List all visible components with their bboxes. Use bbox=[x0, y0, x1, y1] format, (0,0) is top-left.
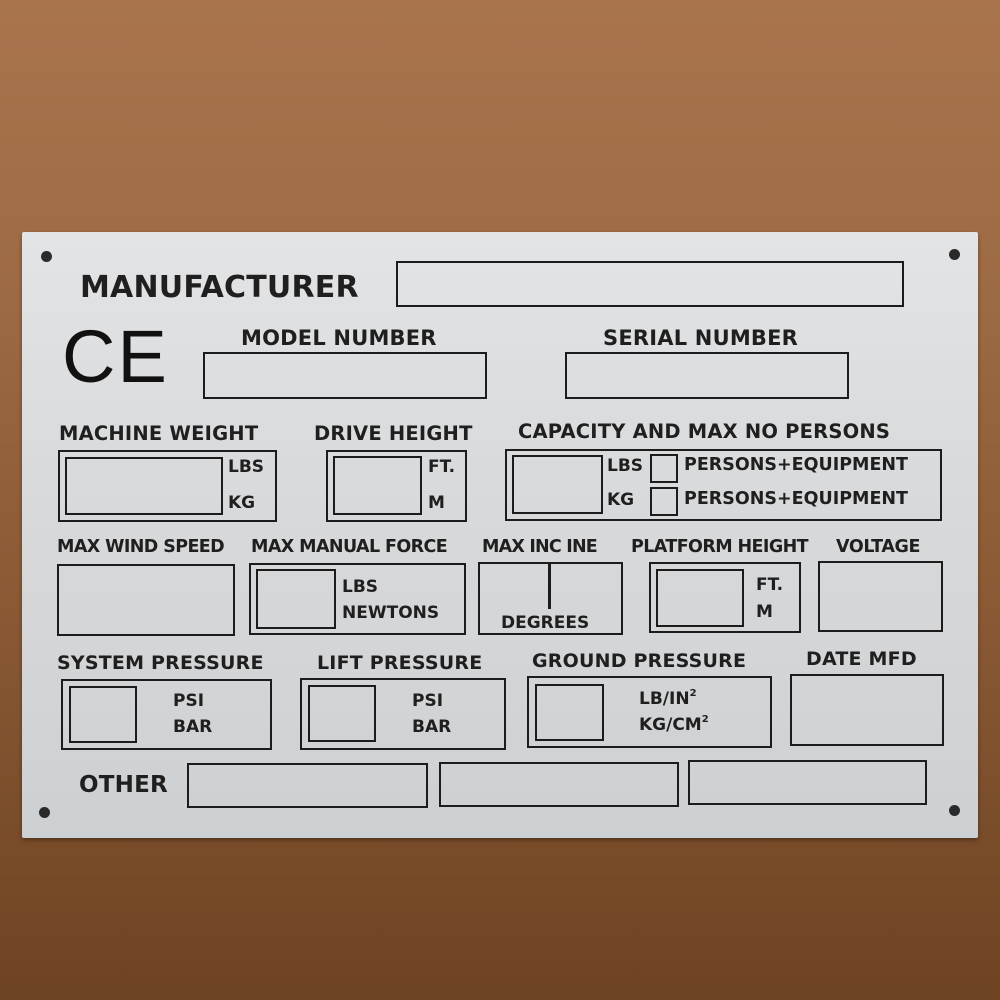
system-pressure-field[interactable] bbox=[69, 686, 137, 743]
max-manual-force-field[interactable] bbox=[256, 569, 336, 629]
unit-kg-cm-text: KG/CM bbox=[639, 715, 702, 735]
unit-lb-in-text: LB/IN bbox=[639, 689, 690, 709]
serial-number-field[interactable] bbox=[565, 352, 849, 399]
capacity-weight-field[interactable] bbox=[512, 455, 603, 514]
persons-kg-field[interactable] bbox=[650, 487, 678, 516]
mounting-hole-icon bbox=[949, 249, 960, 260]
other-field-3[interactable] bbox=[688, 760, 927, 805]
serial-number-label: SERIAL NUMBER bbox=[603, 326, 799, 350]
unit-bar: BAR bbox=[173, 717, 213, 737]
unit-newtons: NEWTONS bbox=[342, 603, 440, 623]
max-wind-speed-label: MAX WIND SPEED bbox=[57, 537, 225, 557]
mounting-hole-icon bbox=[39, 807, 50, 818]
lift-pressure-field[interactable] bbox=[308, 685, 376, 742]
persons-lbs-field[interactable] bbox=[650, 454, 678, 483]
unit-lbs: LBS bbox=[342, 577, 379, 597]
model-number-label: MODEL NUMBER bbox=[241, 326, 437, 350]
capacity-frame bbox=[505, 449, 942, 521]
persons-equipment-text: PERSONS+EQUIPMENT bbox=[684, 489, 908, 509]
unit-kg: KG bbox=[228, 493, 256, 513]
max-incline-divider bbox=[548, 564, 551, 609]
max-manual-force-frame bbox=[249, 563, 466, 635]
max-wind-speed-field[interactable] bbox=[57, 564, 235, 636]
ground-pressure-frame bbox=[527, 676, 772, 748]
ground-pressure-label: GROUND PRESSURE bbox=[532, 650, 747, 672]
machine-weight-field[interactable] bbox=[65, 457, 223, 515]
unit-bar: BAR bbox=[412, 717, 452, 737]
max-incline-field[interactable] bbox=[478, 562, 623, 635]
superscript-2: 2 bbox=[689, 688, 697, 699]
lift-pressure-label: LIFT PRESSURE bbox=[317, 652, 483, 674]
unit-psi: PSI bbox=[173, 691, 205, 711]
date-mfd-label: DATE MFD bbox=[806, 648, 917, 670]
drive-height-label: DRIVE HEIGHT bbox=[314, 422, 473, 445]
unit-m: M bbox=[756, 602, 773, 622]
platform-height-frame bbox=[649, 562, 801, 633]
system-pressure-frame bbox=[61, 679, 272, 750]
drive-height-frame bbox=[326, 450, 467, 522]
system-pressure-label: SYSTEM PRESSURE bbox=[57, 652, 264, 674]
platform-height-field[interactable] bbox=[656, 569, 744, 627]
mounting-hole-icon bbox=[949, 805, 960, 816]
unit-psi: PSI bbox=[412, 691, 444, 711]
machine-weight-label: MACHINE WEIGHT bbox=[59, 422, 259, 445]
lift-pressure-frame bbox=[300, 678, 506, 750]
unit-m: M bbox=[428, 493, 445, 513]
unit-lb-per-in2: LB/IN2 bbox=[639, 688, 697, 709]
nameplate: MANUFACTURER CE MODEL NUMBER SERIAL NUMB… bbox=[22, 232, 978, 838]
unit-kg: KG bbox=[607, 490, 635, 510]
unit-degrees: DEGREES bbox=[501, 613, 590, 633]
platform-height-label: PLATFORM HEIGHT bbox=[631, 537, 809, 557]
mounting-hole-icon bbox=[41, 251, 52, 262]
superscript-2: 2 bbox=[701, 714, 709, 725]
manufacturer-label: MANUFACTURER bbox=[80, 270, 359, 305]
persons-equipment-text: PERSONS+EQUIPMENT bbox=[684, 455, 908, 475]
other-field-1[interactable] bbox=[187, 763, 428, 808]
ground-pressure-field[interactable] bbox=[535, 684, 604, 741]
voltage-label: VOLTAGE bbox=[836, 537, 921, 557]
capacity-label: CAPACITY AND MAX NO PERSONS bbox=[518, 420, 891, 443]
unit-ft: FT. bbox=[756, 575, 784, 595]
unit-ft: FT. bbox=[428, 457, 456, 477]
ce-mark-icon: CE bbox=[62, 315, 169, 398]
unit-lbs: LBS bbox=[607, 456, 644, 476]
max-manual-force-label: MAX MANUAL FORCE bbox=[251, 537, 448, 557]
max-incline-label: MAX INC INE bbox=[482, 537, 598, 557]
manufacturer-field[interactable] bbox=[396, 261, 904, 307]
unit-lbs: LBS bbox=[228, 457, 265, 477]
drive-height-field[interactable] bbox=[333, 456, 422, 515]
voltage-field[interactable] bbox=[818, 561, 943, 632]
other-label: OTHER bbox=[79, 772, 168, 798]
unit-kg-per-cm2: KG/CM2 bbox=[639, 714, 709, 735]
other-field-2[interactable] bbox=[439, 762, 679, 807]
date-mfd-field[interactable] bbox=[790, 674, 944, 746]
machine-weight-frame bbox=[58, 450, 277, 522]
model-number-field[interactable] bbox=[203, 352, 487, 399]
